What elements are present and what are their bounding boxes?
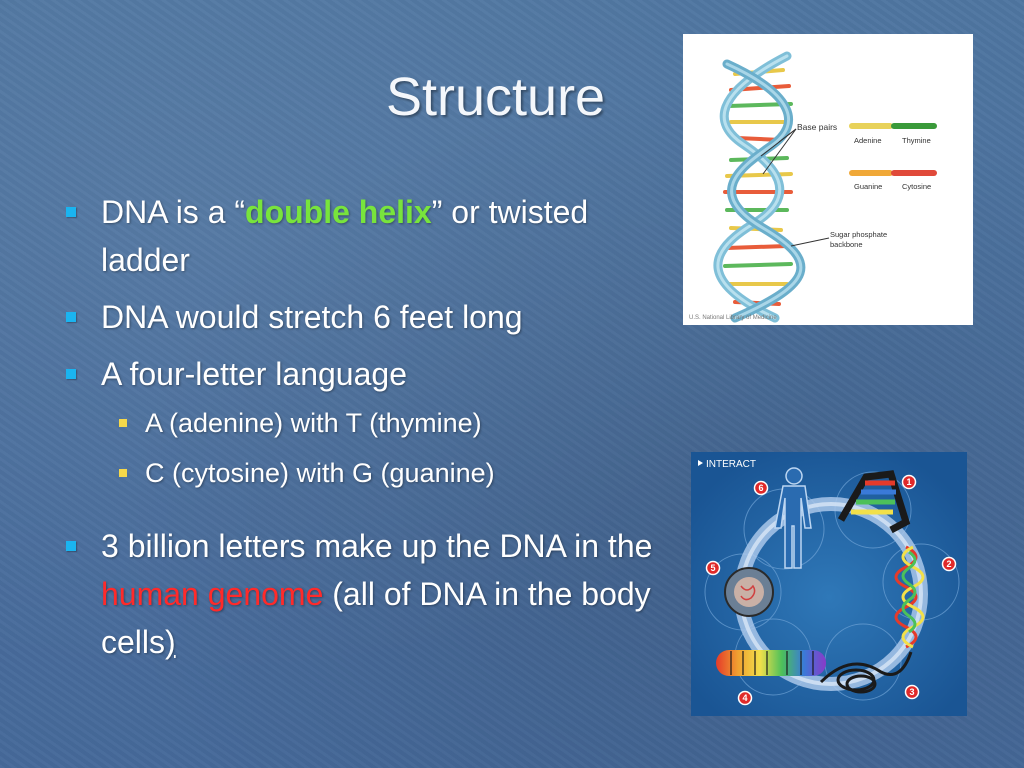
step-marker-5[interactable]: 5 [705, 560, 721, 576]
guanine-label: Guanine [854, 182, 882, 191]
bullet-genome: 3 billion letters make up the DNA in the… [62, 522, 662, 666]
step-marker-1[interactable]: 1 [901, 474, 917, 490]
step-marker-3[interactable]: 3 [904, 684, 920, 700]
subbullet-text: C (cytosine) with G (guanine) [145, 458, 495, 488]
chromatin-loops-icon [819, 651, 913, 694]
slide-title: Structure [386, 67, 606, 127]
backbone-label-line2: backbone [830, 240, 863, 249]
dna-helix-illustration: Base pairs Adenine Thymine Guanine Cytos… [689, 51, 937, 323]
step-marker-6[interactable]: 6 [753, 480, 769, 496]
dna-helix-figure: Base pairs Adenine Thymine Guanine Cytos… [683, 34, 973, 325]
subbullet-marker [119, 469, 127, 477]
figure-credit: U.S. National Library of Medicine [689, 315, 777, 321]
bullet-text-post: (all of DNA in the body cells [101, 576, 651, 660]
subbullet-adenine: A (adenine) with T (thymine) [62, 398, 662, 448]
base-pairs-label: Base pairs [797, 122, 837, 132]
bullet-marker [66, 312, 76, 322]
interact-cycle-figure[interactable]: INTERACT 1 2 3 4 5 [691, 452, 967, 716]
bullet-text-pre: 3 billion letters make up the DNA in the [101, 528, 653, 564]
bullet-double-helix: DNA is a “double helix” or twisted ladde… [62, 188, 662, 284]
cell-nucleus-icon [724, 567, 774, 617]
dna-coil-icon [894, 545, 925, 649]
svg-text:6: 6 [758, 483, 763, 493]
bullet-text-post: ” or twisted ladder [101, 194, 589, 278]
interact-header: INTERACT [706, 459, 756, 470]
bullet-marker [66, 541, 76, 551]
bullet-marker [66, 369, 76, 379]
bullet-text: A four-letter language [101, 356, 407, 392]
backbone-label-line1: Sugar phosphate [830, 230, 887, 239]
genome-cycle-illustration: INTERACT 1 2 3 4 5 [691, 452, 967, 716]
subbullet-text: A (adenine) with T (thymine) [145, 408, 482, 438]
double-helix-highlight: double helix [245, 194, 432, 230]
adenine-label: Adenine [854, 136, 882, 145]
bullet-marker [66, 207, 76, 217]
dna-ladder-icon [837, 470, 911, 534]
chromosome-icon [716, 650, 826, 676]
subbullet-cytosine: C (cytosine) with G (guanine) [62, 448, 662, 498]
svg-text:4: 4 [742, 693, 747, 703]
step-marker-2[interactable]: 2 [941, 556, 957, 572]
subbullet-marker [119, 419, 127, 427]
thymine-label: Thymine [902, 136, 931, 145]
human-genome-highlight: human genome [101, 576, 324, 612]
bullet-stretch: DNA would stretch 6 feet long [62, 293, 662, 341]
human-figure-icon [774, 467, 812, 569]
svg-text:3: 3 [909, 687, 914, 697]
svg-text:2: 2 [946, 559, 951, 569]
bullet-text-pre: DNA is a “ [101, 194, 246, 230]
svg-text:1: 1 [906, 477, 911, 487]
svg-text:5: 5 [710, 563, 715, 573]
step-marker-4[interactable]: 4 [737, 690, 753, 706]
bullet-text-end: ) [165, 624, 176, 660]
bullet-four-letter: A four-letter language [62, 350, 662, 398]
cytosine-label: Cytosine [902, 182, 931, 191]
bullet-text: DNA would stretch 6 feet long [101, 299, 523, 335]
bullet-list: DNA is a “double helix” or twisted ladde… [62, 188, 662, 675]
